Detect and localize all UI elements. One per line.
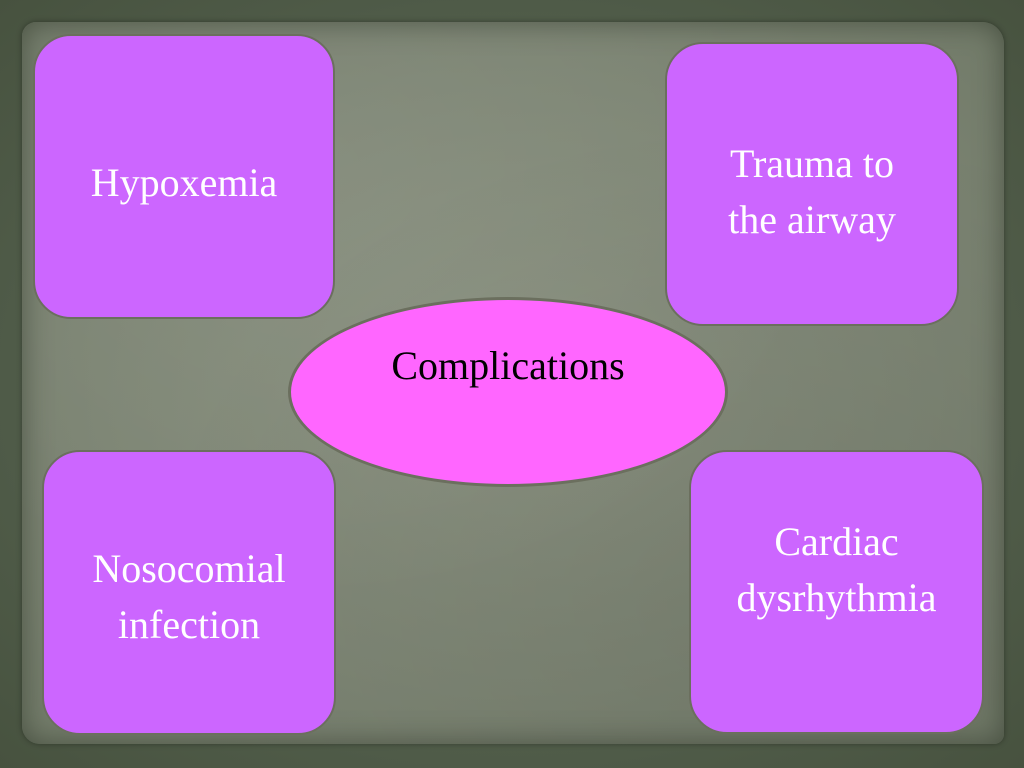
node-trauma-text-line-2: the airway: [728, 197, 896, 242]
node-hypoxemia: Hypoxemia: [33, 34, 335, 319]
center-node-complications: Complications: [288, 297, 728, 487]
center-node-text: Complications: [391, 343, 625, 388]
node-trauma-text-line-1: Trauma to: [729, 141, 895, 186]
node-cardiac-text-line-1: Cardiac: [774, 519, 899, 564]
node-nosocomial-text-line-2: infection: [117, 602, 261, 647]
node-nosocomial-text-line-1: Nosocomial: [92, 546, 286, 591]
node-trauma-to-the-airway: Trauma to the airway: [665, 42, 959, 326]
node-hypoxemia-text: Hypoxemia: [90, 160, 278, 205]
node-nosocomial-infection: Nosocomial infection: [42, 450, 336, 735]
node-cardiac-text-line-2: dysrhythmia: [736, 575, 937, 620]
node-cardiac-dysrhythmia: Cardiac dysrhythmia: [689, 450, 984, 734]
